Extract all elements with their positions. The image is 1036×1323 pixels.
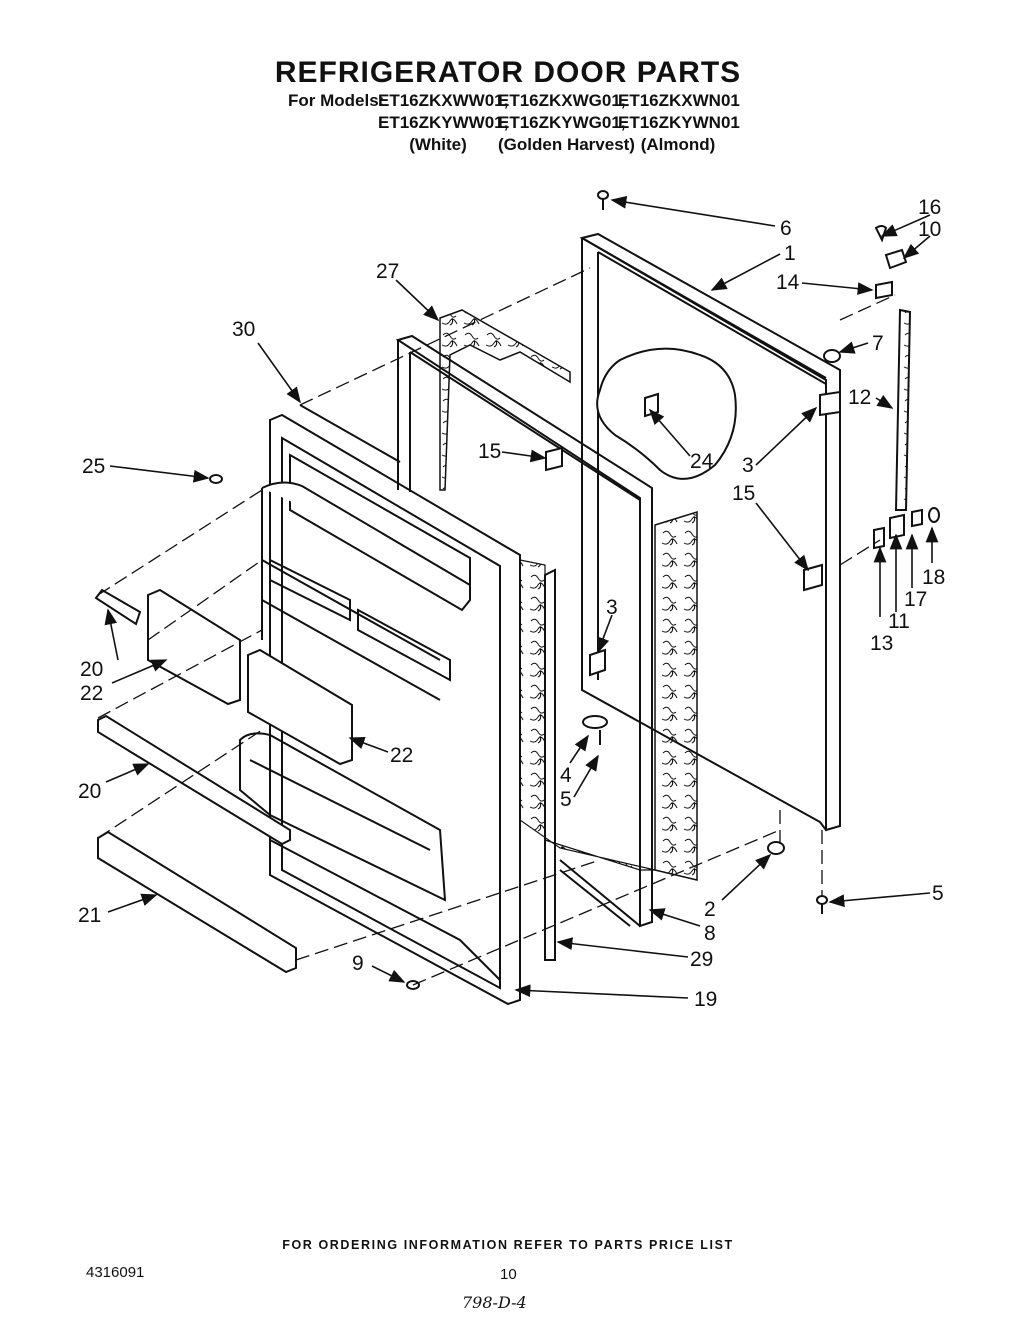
model-number: ET16ZKXWW01, bbox=[378, 91, 509, 110]
callout-label: 10 bbox=[918, 218, 941, 241]
callout-label: 18 bbox=[922, 566, 945, 589]
callout-label: 2 bbox=[704, 898, 716, 921]
model-number: ET16ZKYWG01, bbox=[498, 113, 626, 132]
page-title: REFRIGERATOR DOOR PARTS bbox=[274, 56, 742, 89]
callout-label: 8 bbox=[704, 922, 716, 945]
page-number: 10 bbox=[500, 1266, 517, 1283]
model-number: ET16ZKYWW01, bbox=[378, 113, 509, 132]
callout-label: 4 bbox=[560, 764, 572, 787]
callout-label: 24 bbox=[690, 450, 714, 473]
insulation-side bbox=[654, 510, 698, 881]
model-number: ET16ZKXWG01, bbox=[498, 91, 626, 110]
ordering-note: FOR ORDERING INFORMATION REFER TO PARTS … bbox=[282, 1238, 734, 1252]
callout-labels: 6 16 10 1 14 27 7 30 12 3 24 15 25 15 3 … bbox=[78, 196, 945, 1011]
model-number: ET16ZKXWN01 bbox=[618, 91, 740, 110]
callout-label: 7 bbox=[872, 332, 884, 355]
models-label: For Models: bbox=[288, 91, 385, 110]
models-row-2: ET16ZKYWW01, ET16ZKYWG01, ET16ZKYWN01 bbox=[288, 112, 740, 134]
callout-label: 20 bbox=[78, 780, 101, 803]
callout-label: 30 bbox=[232, 318, 255, 341]
door-liner bbox=[239, 413, 521, 1006]
callout-label: 11 bbox=[888, 610, 910, 633]
assembly-lines bbox=[97, 267, 896, 986]
cutaway-view bbox=[596, 347, 737, 480]
callout-label: 3 bbox=[742, 454, 754, 477]
color-name: (Almond) bbox=[640, 135, 716, 154]
models-block: For Models: ET16ZKXWW01, ET16ZKXWG01, ET… bbox=[288, 90, 740, 156]
callout-label: 21 bbox=[78, 904, 101, 927]
colors-row: (White) (Golden Harvest) (Almond) bbox=[288, 134, 738, 156]
color-name: (White) bbox=[409, 135, 467, 154]
callout-label: 5 bbox=[932, 882, 944, 905]
callout-label: 15 bbox=[478, 440, 501, 463]
callout-label: 22 bbox=[390, 744, 413, 767]
hardware-parts bbox=[209, 190, 940, 990]
insulation-top bbox=[439, 309, 571, 491]
callout-label: 13 bbox=[870, 632, 893, 655]
callout-label: 15 bbox=[732, 482, 755, 505]
callout-label: 9 bbox=[352, 952, 364, 975]
callout-label: 16 bbox=[918, 196, 941, 219]
callout-label: 20 bbox=[80, 658, 103, 681]
insulation-bottom bbox=[519, 559, 656, 871]
callout-label: 14 bbox=[776, 271, 800, 294]
document-number: 4316091 bbox=[86, 1264, 145, 1281]
door-outer-panel bbox=[579, 232, 841, 832]
leader-arrows bbox=[104, 195, 939, 999]
door-strip bbox=[544, 568, 556, 961]
models-row-1: For Models: ET16ZKXWW01, ET16ZKXWG01, ET… bbox=[288, 90, 740, 112]
callout-label: 19 bbox=[694, 988, 717, 1011]
callout-label: 22 bbox=[80, 682, 103, 705]
callout-label: 1 bbox=[784, 242, 796, 265]
callout-label: 27 bbox=[376, 260, 399, 283]
model-number: ET16ZKYWN01 bbox=[618, 113, 740, 132]
callout-label: 29 bbox=[690, 948, 713, 971]
callout-label: 12 bbox=[848, 386, 871, 409]
handwritten-note: 798-D-4 bbox=[462, 1293, 527, 1312]
handle-bar bbox=[894, 308, 912, 511]
callout-label: 6 bbox=[780, 217, 792, 240]
callout-label: 3 bbox=[606, 596, 618, 619]
door-gasket bbox=[395, 334, 653, 928]
color-name: (Golden Harvest) bbox=[498, 135, 635, 154]
callout-label: 5 bbox=[560, 788, 572, 811]
callout-label: 17 bbox=[904, 588, 927, 611]
callout-label: 25 bbox=[82, 455, 105, 478]
